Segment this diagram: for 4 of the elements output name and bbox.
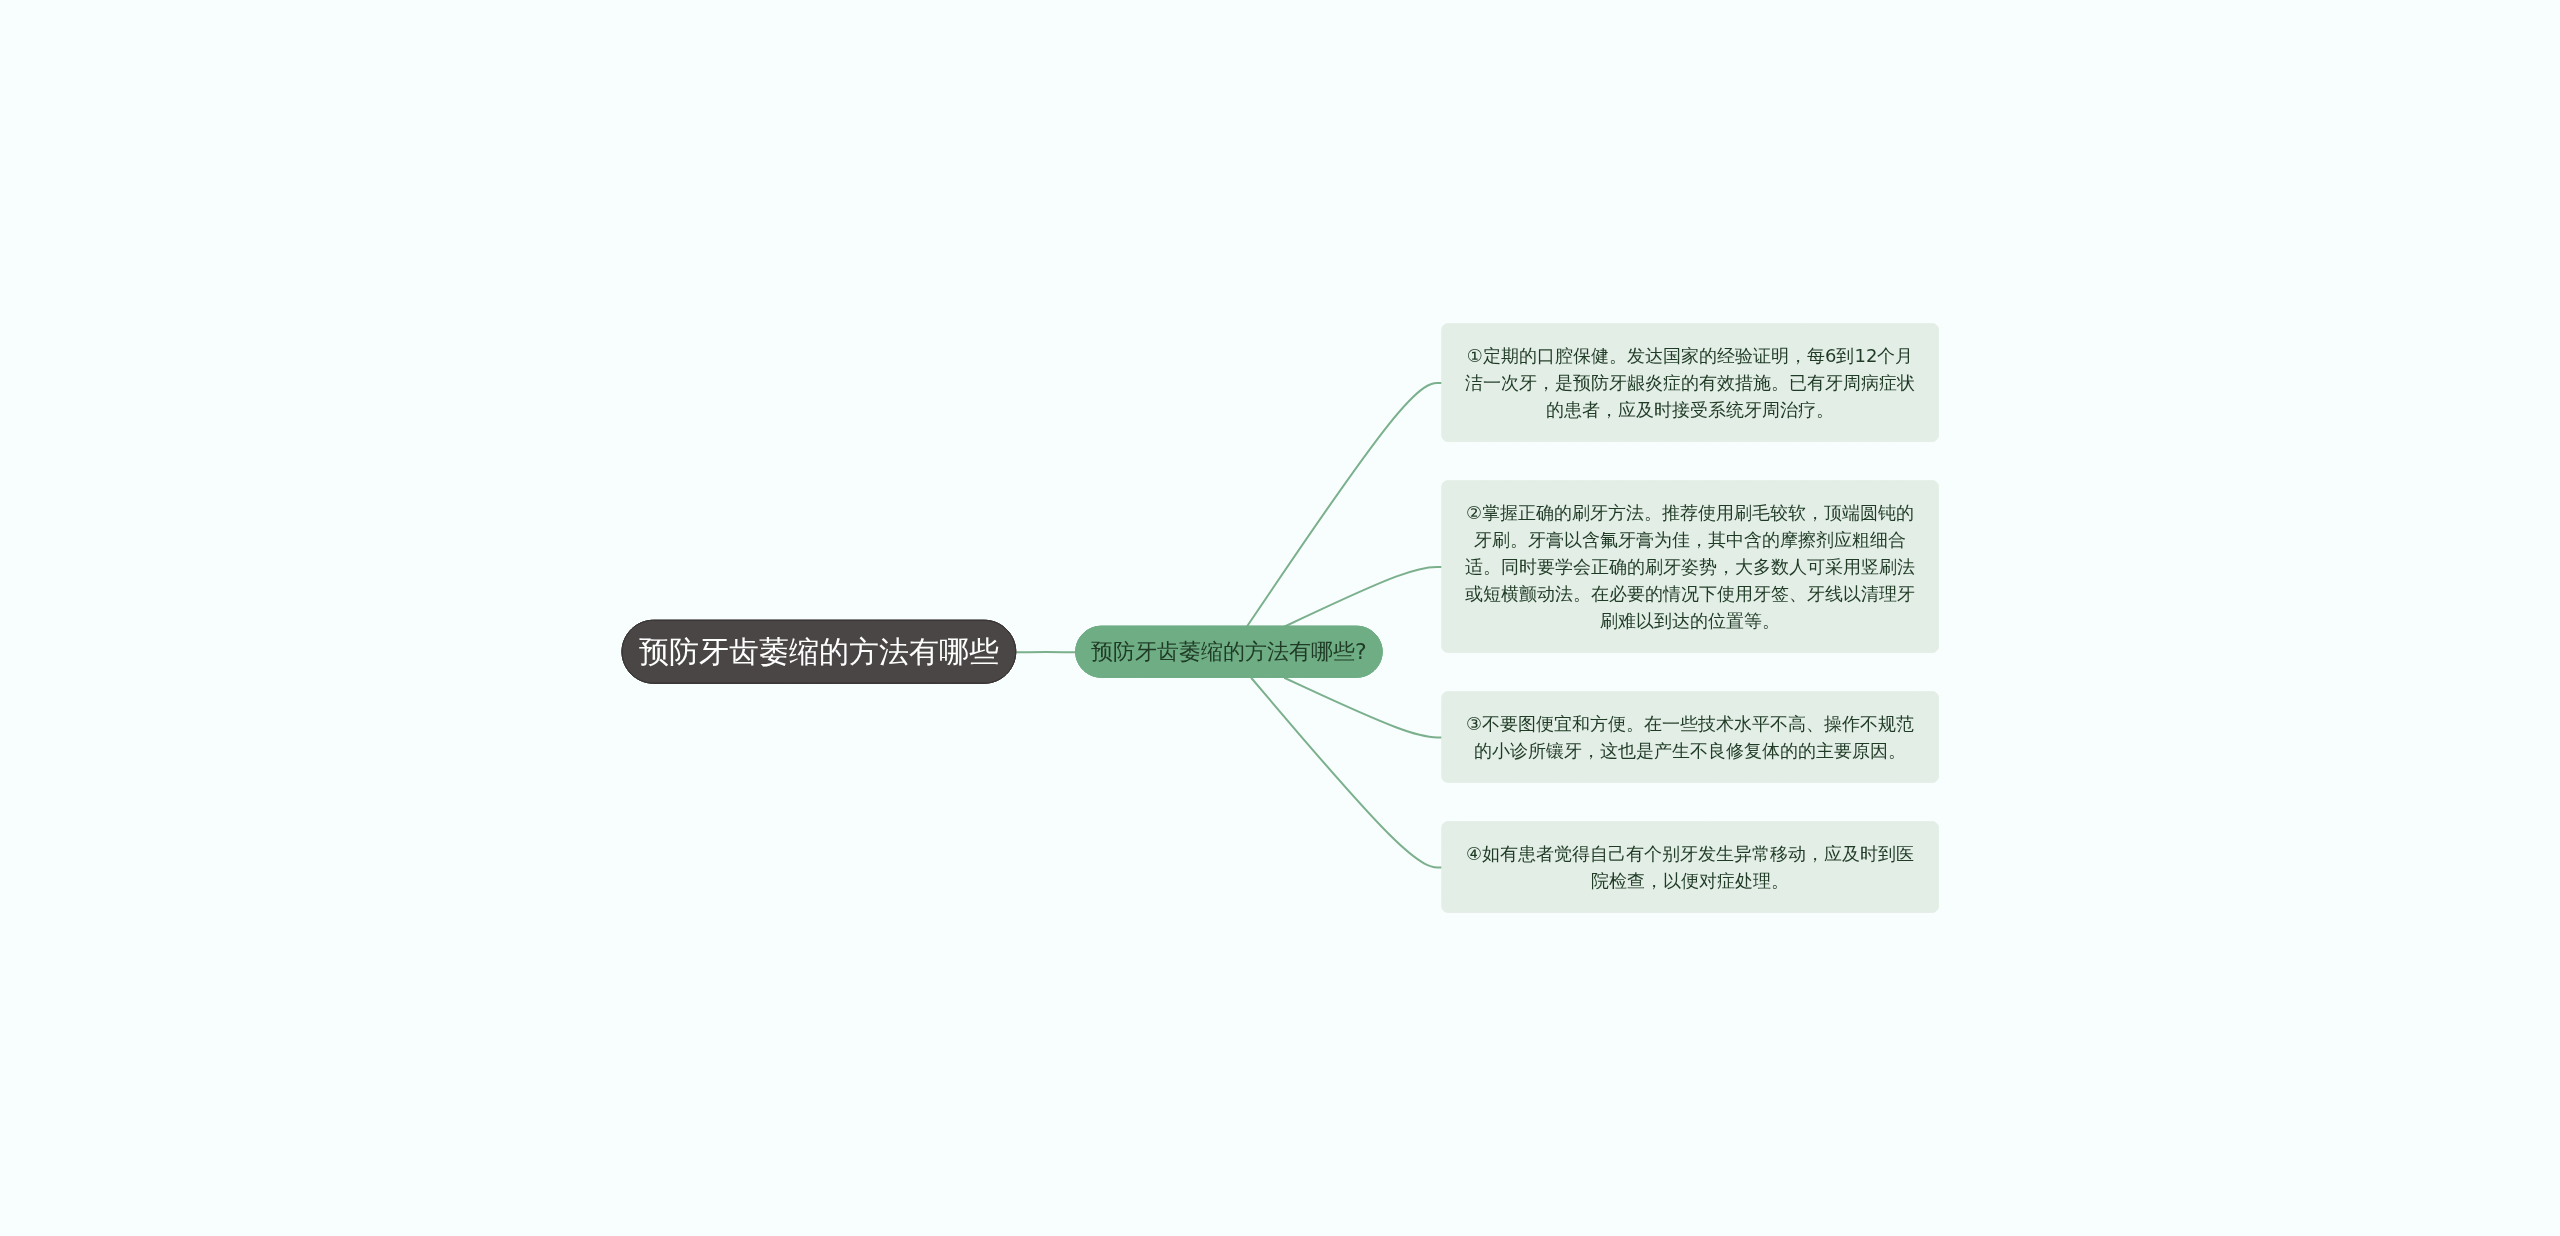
connector [1283, 676, 1444, 739]
connector [1245, 381, 1444, 628]
connector [1283, 565, 1444, 628]
connector [1250, 676, 1444, 869]
